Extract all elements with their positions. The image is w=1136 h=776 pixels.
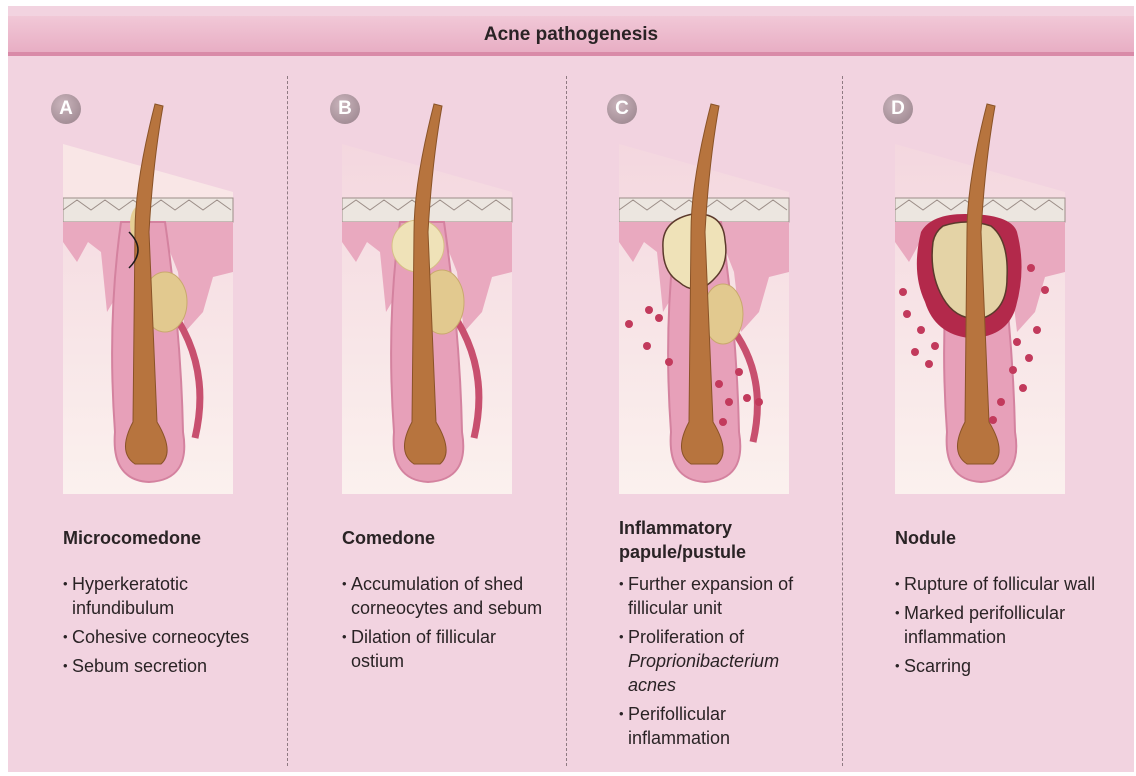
- stage-b-title: Comedone: [342, 526, 552, 550]
- stage-b-illustration: [342, 102, 522, 498]
- stage-a-illustration: [63, 102, 243, 498]
- stage-c-bullet-2: Proliferation of Proprionibacterium acne…: [619, 625, 829, 697]
- stage-b: B Comedone Accumulation of shed corneocy…: [292, 6, 562, 772]
- stage-b-bullet-2: Dilation of fillicular ostium: [342, 625, 552, 673]
- stage-c: C Inflammatory papule/pustule: [569, 6, 839, 772]
- stage-a-bullet-1: Hyperkeratotic infundibulum: [63, 572, 273, 620]
- stage-c-bullet-2-text: Proliferation of: [628, 627, 744, 647]
- stage-d-title: Nodule: [895, 526, 1105, 550]
- stage-a-bullet-2: Cohesive corneocytes: [63, 625, 273, 649]
- stage-d-bullet-1: Rupture of follicular wall: [895, 572, 1105, 596]
- stage-d: D Nodule Rupture: [845, 6, 1115, 772]
- stage-a-bullets: Hyperkeratotic infundibulum Cohesive cor…: [63, 572, 273, 683]
- divider-1: [287, 76, 288, 766]
- stage-d-bullet-2: Marked perifollicular inflammation: [895, 601, 1105, 649]
- stage-c-bullets: Further expansion of fillicular unit Pro…: [619, 572, 829, 755]
- stage-b-bullets: Accumulation of shed corneocytes and seb…: [342, 572, 552, 678]
- stage-c-title: Inflammatory papule/pustule: [619, 516, 829, 564]
- stage-a-title: Microcomedone: [63, 526, 273, 550]
- figure-panel: Acne pathogenesis A Microcomedone: [8, 6, 1134, 772]
- divider-2: [566, 76, 567, 766]
- divider-3: [842, 76, 843, 766]
- stage-d-bullets: Rupture of follicular wall Marked perifo…: [895, 572, 1105, 683]
- stage-c-bullet-3: Perifollicular inflammation: [619, 702, 829, 750]
- stage-c-illustration: [619, 102, 799, 498]
- stage-d-bullet-3: Scarring: [895, 654, 1105, 678]
- stage-c-bullet-1: Further expansion of fillicular unit: [619, 572, 829, 620]
- stage-d-illustration: [895, 102, 1075, 498]
- stage-a: A Microcomedone Hyperkeratotic infundibu…: [13, 6, 283, 772]
- stage-b-bullet-1: Accumulation of shed corneocytes and seb…: [342, 572, 552, 620]
- stage-a-bullet-3: Sebum secretion: [63, 654, 273, 678]
- stage-c-bacterium-name: Proprionibacterium acnes: [628, 651, 779, 695]
